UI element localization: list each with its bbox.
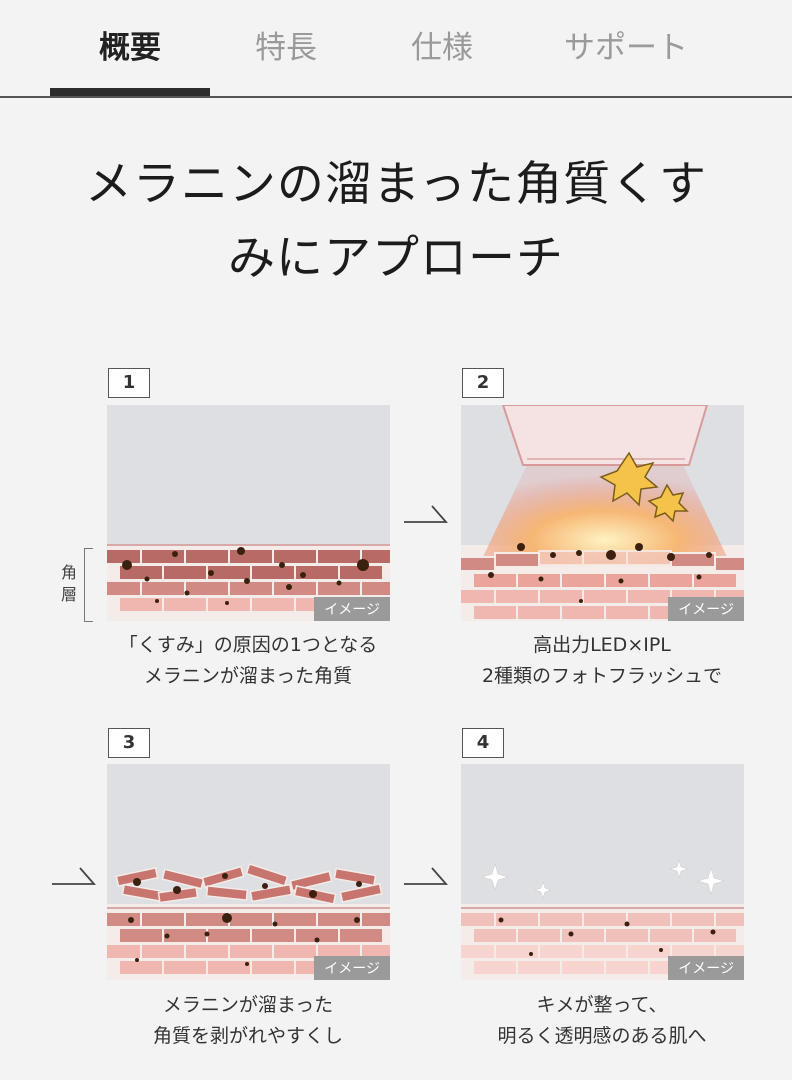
step-2-illustration: イメージ — [461, 405, 744, 621]
tab-overview[interactable]: 概要 — [99, 30, 161, 66]
step-3-illustration: イメージ — [107, 764, 390, 980]
step-4-caption-line-1: キメが整って、 — [536, 994, 668, 1016]
step-1-caption-line-2: メラニンが溜まった角質 — [143, 665, 353, 687]
flash-burst-icon — [599, 451, 689, 523]
tab-features[interactable]: 特長 — [255, 30, 317, 66]
step-4-illustration: イメージ — [461, 764, 744, 980]
step-3-caption-line-2: 角質を剥がれやすくし — [152, 1025, 343, 1047]
step-3-caption-line-1: メラニンが溜まった — [162, 994, 334, 1016]
step-2-caption-line-1: 高出力LED×IPL — [533, 634, 671, 656]
step-1-caption: 「くすみ」の原因の1つとなる メラニンが溜まった角質 — [78, 630, 418, 692]
active-tab-indicator — [50, 88, 210, 96]
step-number-4: 4 — [462, 728, 504, 758]
arrow-right-icon — [404, 505, 448, 523]
layer-bracket — [84, 548, 93, 622]
step-number-3: 3 — [108, 728, 150, 758]
image-tag: イメージ — [668, 597, 744, 621]
arrow-right-icon — [52, 867, 96, 885]
section-title: メラニンの溜まった角質くす みにアプローチ — [0, 148, 792, 296]
step-1-caption-line-1: 「くすみ」の原因の1つとなる — [118, 634, 378, 656]
stratum-corneum-label: 角層 — [60, 563, 77, 604]
title-line-2: みにアプローチ — [228, 231, 564, 286]
step-number-2: 2 — [462, 368, 504, 398]
tab-specs[interactable]: 仕様 — [411, 30, 473, 66]
step-2-caption-line-2: 2種類のフォトフラッシュで — [481, 665, 723, 687]
step-2-caption: 高出力LED×IPL 2種類のフォトフラッシュで — [432, 630, 772, 692]
tab-bar: 概要 特長 仕様 サポート — [0, 0, 792, 98]
image-tag: イメージ — [314, 956, 390, 980]
step-number-1: 1 — [108, 368, 150, 398]
step-4-caption-line-2: 明るく透明感のある肌へ — [497, 1025, 707, 1047]
tab-support[interactable]: サポート — [564, 30, 688, 66]
sparkle-icon — [481, 859, 725, 899]
image-tag: イメージ — [314, 597, 390, 621]
step-3-caption: メラニンが溜まった 角質を剥がれやすくし — [78, 990, 418, 1052]
step-1-illustration: イメージ — [107, 405, 390, 621]
arrow-right-icon — [404, 867, 448, 885]
image-tag: イメージ — [668, 956, 744, 980]
title-line-1: メラニンの溜まった角質くす — [84, 157, 708, 212]
step-4-caption: キメが整って、 明るく透明感のある肌へ — [432, 990, 772, 1052]
